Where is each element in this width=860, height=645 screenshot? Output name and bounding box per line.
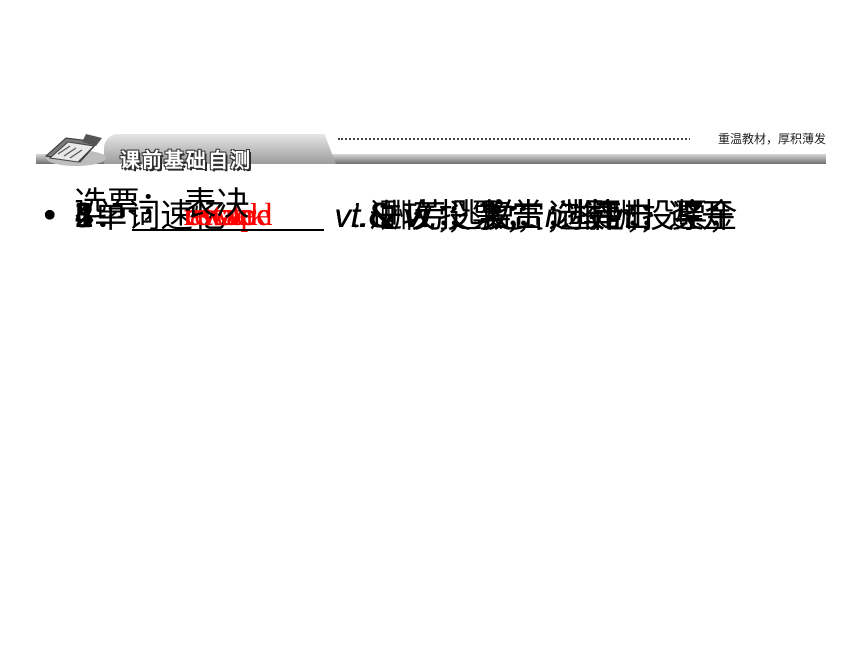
- item-number: 3．: [74, 196, 128, 235]
- connector: &: [369, 196, 406, 235]
- section-banner: 课前基础自测 重温教材，厚积薄发: [36, 128, 826, 176]
- part-of-speech: n.: [614, 197, 642, 234]
- part-of-speech: vt.: [403, 197, 439, 234]
- part-of-speech: vt.: [334, 197, 370, 234]
- meaning: 逃脱； 逃走； 避开: [438, 196, 735, 235]
- vocab-list: • Ⅰ.单词速忆 • 1．escape vi.& vt. 逃脱； 逃走； 避开 …: [40, 184, 840, 235]
- answer-word: vote: [200, 196, 256, 232]
- banner-tab: [104, 134, 336, 164]
- meaning-continuation: 选票； 表决: [74, 184, 250, 223]
- bullet: •: [40, 196, 60, 235]
- bullet: •: [40, 196, 60, 235]
- banner-bar: [36, 154, 826, 164]
- item-number: 4．: [74, 196, 128, 235]
- answer-word: attack: [189, 196, 267, 232]
- meaning: .酬劳；奖赏: [369, 196, 545, 235]
- meaning: 投票；: [641, 196, 741, 235]
- part-of-speech: vi.: [334, 197, 368, 234]
- bullet: •: [40, 196, 60, 235]
- connector: &: [367, 196, 404, 235]
- bullet: •: [40, 196, 60, 235]
- answer-blank: vote: [132, 196, 324, 232]
- answer-word: reward: [183, 196, 273, 232]
- books-icon: [44, 134, 106, 166]
- part-of-speech: n.: [544, 197, 573, 234]
- section-heading: Ⅰ.单词速忆: [74, 196, 227, 235]
- meaning: 报酬；奖金: [572, 196, 738, 235]
- answer-word: escape: [185, 196, 271, 232]
- item-number: 1．: [74, 196, 128, 235]
- bullet: •: [40, 196, 60, 235]
- dotted-divider: [338, 138, 722, 140]
- part-of-speech: vi.: [405, 197, 439, 234]
- meaning: 投票； 选举: [438, 196, 615, 235]
- meaning: 进攻； 攻击； 抨击: [369, 196, 655, 235]
- part-of-speech: vt.: [334, 197, 370, 234]
- banner-slogan: 重温教材，厚积薄发: [690, 130, 826, 147]
- part-of-speech: vt: [334, 197, 370, 234]
- banner-title: 课前基础自测: [120, 148, 252, 172]
- item-number: 2．: [74, 196, 128, 235]
